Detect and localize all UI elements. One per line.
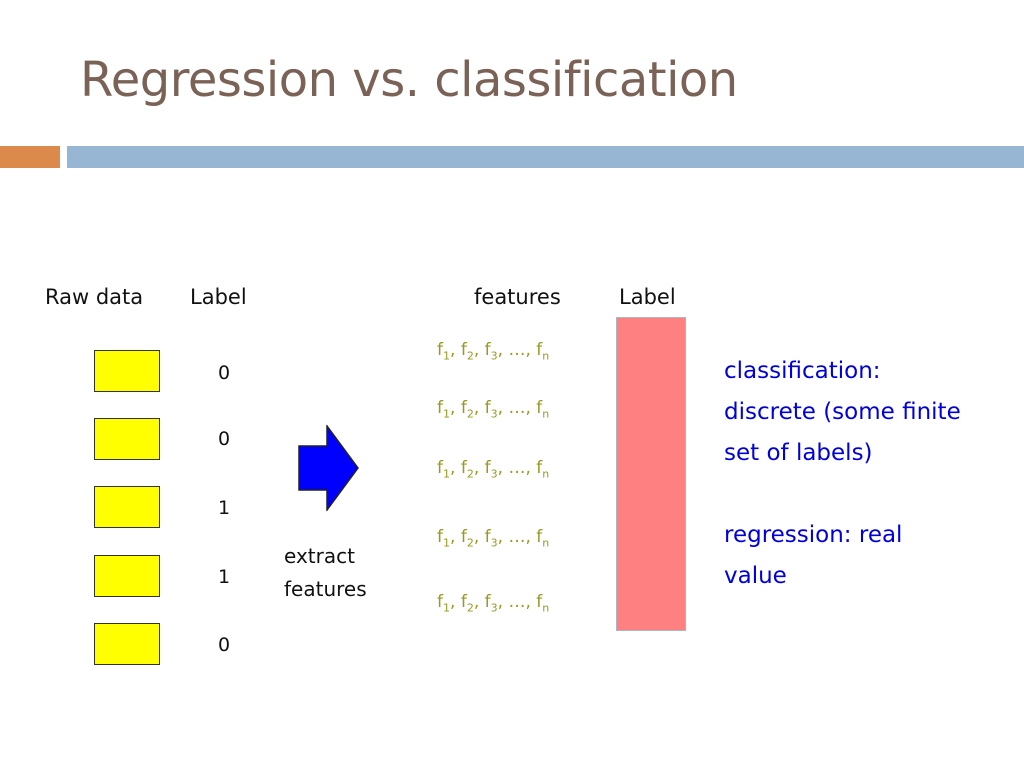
slide-title: Regression vs. classification <box>80 52 738 108</box>
feature-row: f1, f2, f3, …, fn <box>437 398 550 421</box>
extract-line: extract <box>284 544 355 568</box>
label-value: 0 <box>217 634 231 656</box>
features-header: features <box>474 285 561 309</box>
label-value: 0 <box>217 428 231 450</box>
classification-note: classification: discrete (some finite se… <box>724 358 961 466</box>
label-header-left: Label <box>190 285 247 309</box>
raw-data-box <box>94 486 160 528</box>
raw-data-box <box>94 555 160 597</box>
label-column-bar <box>616 317 686 631</box>
accent-bar-orange <box>0 146 60 168</box>
extract-features-label: extract features <box>284 540 367 606</box>
label-header-right: Label <box>619 285 676 309</box>
raw-data-box <box>94 418 160 460</box>
accent-bar-blue <box>67 146 1024 168</box>
feature-row: f1, f2, f3, …, fn <box>437 592 550 615</box>
raw-data-header: Raw data <box>45 285 144 309</box>
feature-row: f1, f2, f3, …, fn <box>437 527 550 550</box>
feature-row: f1, f2, f3, …, fn <box>437 340 550 363</box>
label-value: 1 <box>217 566 231 588</box>
raw-data-box <box>94 623 160 665</box>
regression-note: regression: real value <box>724 522 903 589</box>
feature-row: f1, f2, f3, …, fn <box>437 458 550 481</box>
extract-line: features <box>284 577 367 601</box>
right-arrow-icon <box>298 425 359 511</box>
label-value: 0 <box>217 362 231 384</box>
label-value: 1 <box>217 497 231 519</box>
raw-data-box <box>94 350 160 392</box>
